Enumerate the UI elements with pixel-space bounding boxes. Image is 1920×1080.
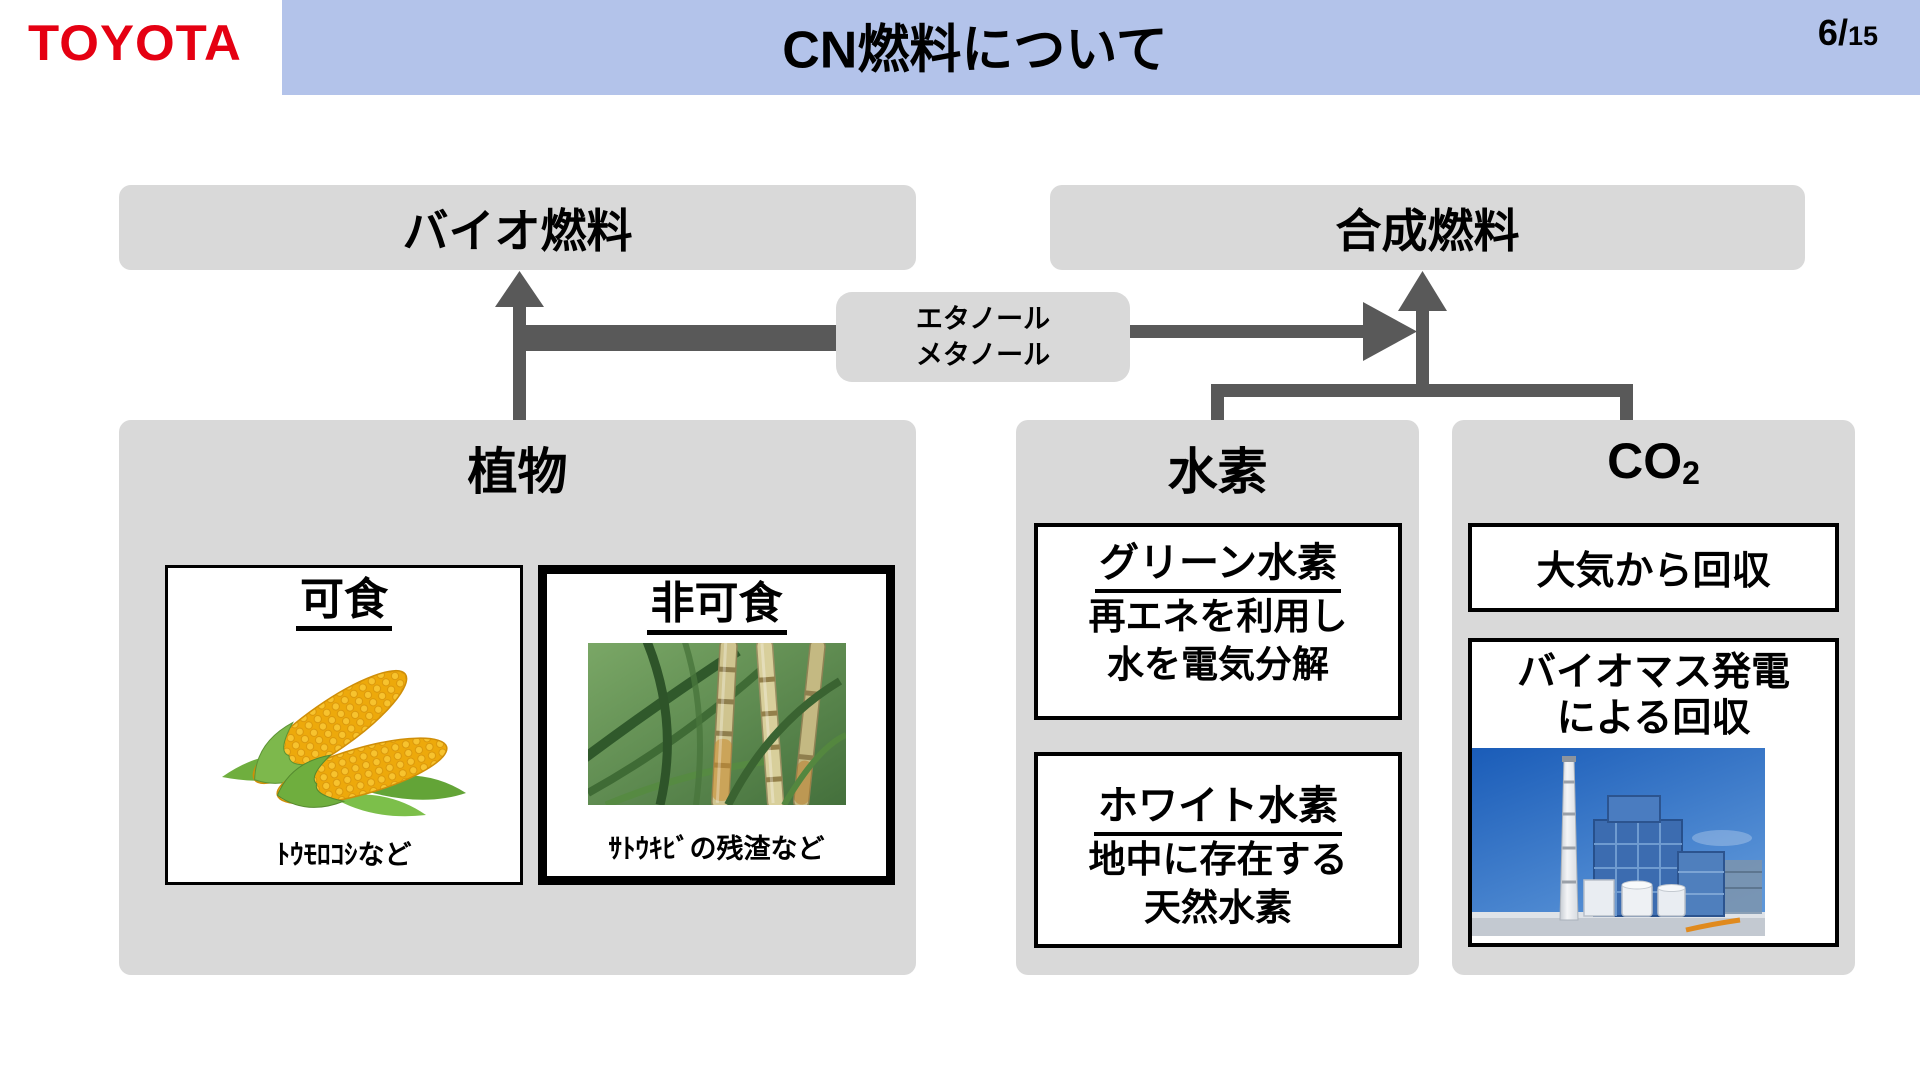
synfuel-box: 合成燃料 [1050,185,1805,270]
toyota-logo: TOYOTA [28,15,242,71]
green-hydrogen-box: グリーン水素 再エネを利用し 水を電気分解 [1034,523,1402,720]
white-hydrogen-box: ホワイト水素 地中に存在する 天然水素 [1034,752,1402,948]
plants-title: 植物 [467,444,568,500]
green-hydrogen-line1: 再エネを利用し [1088,596,1348,637]
biomass-line1: バイオマス発電 [1516,651,1790,694]
page-title: CN燃料について [782,21,1168,79]
white-hydrogen-title: ホワイト水素 [1038,782,1398,836]
atmosphere-capture-label: 大気から回収 [1536,549,1771,593]
sugarcane-photo [587,643,846,806]
bracket-right-drop [1620,384,1633,422]
edible-caption: ﾄｳﾓﾛｺｼなど [276,840,412,870]
green-hydrogen-title: グリーン水素 [1038,539,1398,593]
white-hydrogen-line1: 地中に存在する [1088,839,1348,880]
bracket-left-drop [1211,384,1224,422]
corn-photo [214,639,474,830]
co2-subscript: 2 [1682,455,1700,491]
nonedible-title: 非可食 [646,579,787,636]
hydrogen-title: 水素 [1167,444,1268,500]
biofuel-box: バイオ燃料 [119,185,916,270]
nonedible-caption: ｻﾄｳｷﾋﾞの残渣など [608,834,825,864]
biomass-line2: による回収 [1556,697,1751,741]
green-hydrogen-line2: 水を電気分解 [1107,644,1329,686]
page-number-total: 15 [1847,21,1878,51]
biomass-plant-photo [1472,748,1765,937]
white-hydrogen-line2: 天然水素 [1144,887,1292,929]
bracket-bar [1211,384,1633,397]
biomass-capture-box: バイオマス発電 による回収 [1468,638,1839,947]
page-number: 6/15 [1818,12,1878,54]
synfuel-label: 合成燃料 [1335,204,1520,257]
co2-title: CO2 [1607,433,1700,491]
arrow-right-head [1363,302,1417,361]
nonedible-box: 非可食 [538,565,895,885]
ethanol-methanol-box: エタノール メタノール [836,292,1130,382]
arrow-plants-to-biofuel-shaft [513,300,526,422]
hydrogen-box: 水素 グリーン水素 再エネを利用し 水を電気分解 ホワイト水素 地中に存在する … [1016,420,1419,975]
biofuel-label: バイオ燃料 [402,204,633,257]
arrow-plants-to-biofuel-head [495,271,544,307]
methanol-label: メタノール [915,340,1051,370]
page-number-current: 6/ [1817,12,1848,53]
atmosphere-capture-box: 大気から回収 [1468,523,1839,612]
ethanol-label: エタノール [915,303,1051,334]
edible-box: 可食 [165,565,523,885]
edible-title: 可食 [296,575,392,632]
arrow-to-synfuel-shaft [1416,305,1429,397]
arrow-horizontal-shaft-lower [513,338,836,351]
arrow-to-synfuel-head [1398,271,1447,311]
co2-box: CO2 大気から回収 バイオマス発電 による回収 [1452,420,1855,975]
title-banner: CN燃料について [282,0,1920,95]
plants-box: 植物 可食 [119,420,916,975]
